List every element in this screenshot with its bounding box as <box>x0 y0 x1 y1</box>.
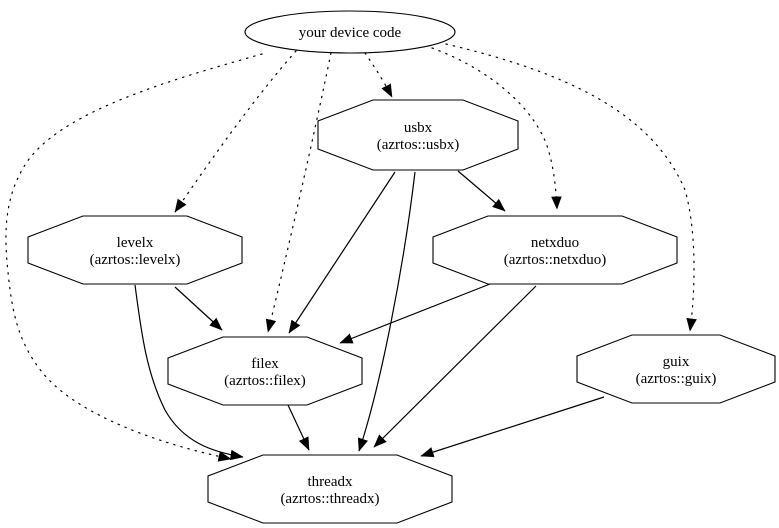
node-usbx-shape <box>317 99 519 171</box>
node-threadx-label: threadx <box>308 474 353 490</box>
edge-usbx-to-threadx <box>357 171 416 452</box>
node-guix: guix(azrtos::guix) <box>576 334 776 404</box>
node-device: your device code <box>244 10 456 54</box>
node-guix-sublabel: (azrtos::guix) <box>636 371 717 387</box>
node-threadx: threadx(azrtos::threadx) <box>207 454 453 524</box>
edge-device-to-levelx <box>174 50 297 213</box>
edges-layer <box>5 43 697 462</box>
edge-usbx-to-filex <box>288 171 396 334</box>
node-filex-shape <box>167 336 363 406</box>
node-guix-label: guix <box>663 354 690 370</box>
node-usbx: usbx(azrtos::usbx) <box>317 99 519 171</box>
node-netxduo: netxduo(azrtos::netxduo) <box>432 215 678 285</box>
node-netxduo-sublabel: (azrtos::netxduo) <box>504 252 606 268</box>
node-device-shape <box>244 10 456 54</box>
edge-netxduo-to-filex <box>339 283 491 344</box>
edge-device-to-filex <box>265 52 332 333</box>
node-netxduo-label: netxduo <box>531 235 579 251</box>
edge-netxduo-to-threadx <box>373 285 537 448</box>
node-threadx-shape <box>207 454 453 524</box>
node-levelx-label: levelx <box>117 235 154 251</box>
edge-guix-to-threadx <box>420 396 605 458</box>
node-levelx-sublabel: (azrtos::levelx) <box>90 252 181 268</box>
node-levelx: levelx(azrtos::levelx) <box>27 215 243 285</box>
edge-device-to-netxduo <box>431 47 562 210</box>
node-filex-label: filex <box>251 356 279 372</box>
edge-usbx-to-netxduo <box>457 170 506 212</box>
edge-filex-to-threadx <box>287 404 310 451</box>
node-levelx-shape <box>27 215 243 285</box>
node-guix-shape <box>576 334 776 404</box>
node-filex-sublabel: (azrtos::filex) <box>224 373 306 389</box>
node-netxduo-shape <box>432 215 678 285</box>
node-usbx-label: usbx <box>404 120 433 136</box>
node-usbx-sublabel: (azrtos::usbx) <box>377 137 459 153</box>
node-filex: filex(azrtos::filex) <box>167 336 363 406</box>
node-threadx-sublabel: (azrtos::threadx) <box>280 491 379 507</box>
node-device-label: your device code <box>299 25 402 41</box>
nodes-layer: your device codeusbx(azrtos::usbx)levelx… <box>27 10 776 524</box>
edge-device-to-guix <box>445 43 697 332</box>
edge-device-to-threadx <box>5 53 263 462</box>
edge-levelx-to-filex <box>174 286 223 331</box>
edge-levelx-to-threadx <box>134 284 244 461</box>
